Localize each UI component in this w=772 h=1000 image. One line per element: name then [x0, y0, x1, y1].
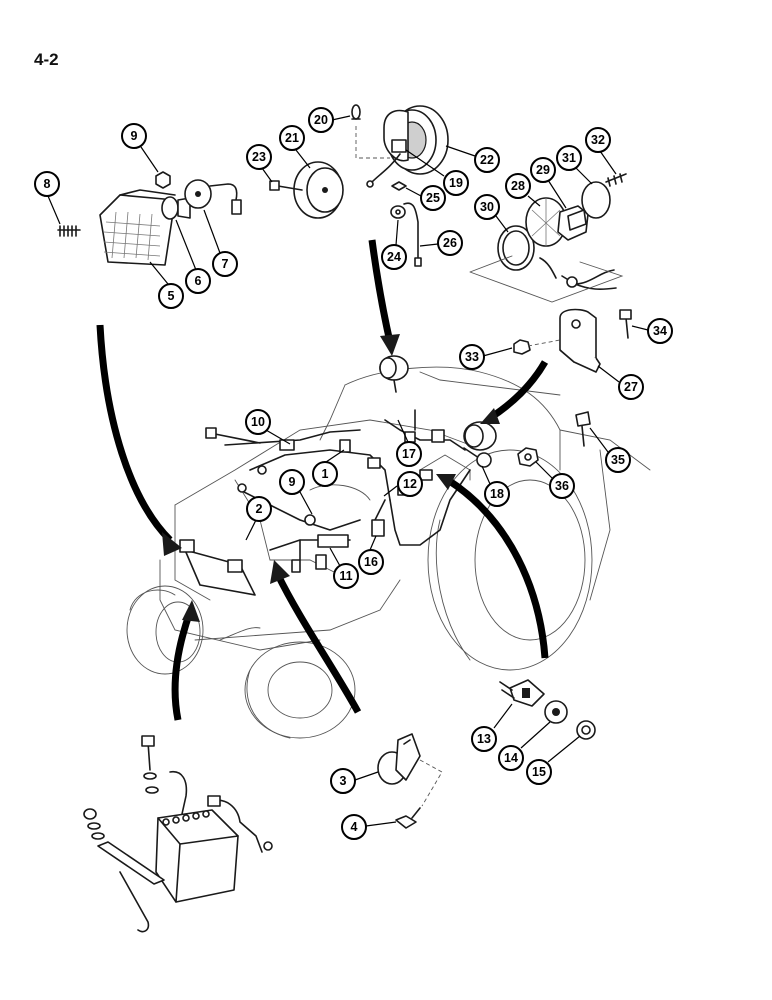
callout-number: 10	[251, 415, 265, 429]
callout-number: 26	[443, 236, 457, 250]
callout-2: 2	[245, 496, 272, 541]
callout-number: 20	[314, 113, 328, 127]
callout-number: 16	[364, 555, 378, 569]
callout-8: 8	[34, 171, 61, 225]
callout-number: 9	[131, 129, 138, 143]
callout-25: 25	[405, 185, 446, 211]
callout-11: 11	[329, 547, 359, 589]
callout-number: 17	[402, 447, 416, 461]
callout-number: 15	[532, 765, 546, 779]
callout-35: 35	[589, 427, 631, 473]
callout-29: 29	[530, 157, 567, 209]
mounted-rear-lamp	[463, 421, 497, 468]
callout-number: 12	[403, 477, 417, 491]
callout-number: 28	[511, 179, 525, 193]
callout-30: 30	[474, 194, 509, 233]
callout-number: 1	[322, 467, 329, 481]
callout-number: 31	[562, 151, 576, 165]
flasher-lamp-assembly	[269, 104, 449, 267]
callout-7: 7	[203, 209, 238, 277]
callout-3: 3	[330, 768, 379, 794]
callout-number: 24	[387, 250, 401, 264]
mounted-work-lamp	[379, 355, 409, 393]
callout-number: 13	[477, 732, 491, 746]
battery-assembly	[83, 735, 273, 933]
callout-12: 12	[383, 471, 423, 497]
callout-number: 21	[285, 131, 299, 145]
callout-24: 24	[381, 219, 407, 270]
callout-number: 2	[256, 502, 263, 516]
callout-26: 26	[419, 230, 463, 256]
rear-lamp-assembly	[469, 173, 632, 373]
callout-9b: 9	[279, 469, 313, 515]
callout-number: 6	[195, 274, 202, 288]
callout-9: 9	[121, 123, 159, 173]
callout-22: 22	[445, 145, 500, 173]
callout-1: 1	[312, 449, 345, 487]
callout-32: 32	[585, 127, 617, 175]
callout-27: 27	[597, 365, 644, 400]
callout-number: 7	[222, 257, 229, 271]
callout-21: 21	[279, 125, 311, 169]
switch-assembly	[499, 679, 596, 740]
page-number: 4-2	[34, 50, 59, 69]
mounted-battery-tray	[179, 539, 256, 596]
callout-number: 9	[289, 475, 296, 489]
callout-19: 19	[405, 149, 469, 196]
callout-number: 35	[611, 453, 625, 467]
callout-33: 33	[459, 344, 513, 370]
callout-number: 3	[340, 774, 347, 788]
stud-and-nut	[517, 411, 591, 467]
wiring-harness	[205, 409, 471, 573]
callout-number: 4	[351, 820, 358, 834]
headlamp-assembly	[57, 171, 242, 266]
callout-number: 18	[490, 487, 504, 501]
callout-number: 8	[44, 177, 51, 191]
callout-28: 28	[505, 173, 541, 207]
callout-number: 5	[168, 289, 175, 303]
callout-number: 25	[426, 191, 440, 205]
callout-14: 14	[498, 721, 551, 771]
callout-number: 11	[339, 569, 352, 583]
callout-17: 17	[396, 419, 422, 467]
callout-6: 6	[175, 219, 211, 294]
callout-number: 30	[480, 200, 494, 214]
callout-15: 15	[526, 735, 581, 785]
callout-number: 29	[536, 163, 550, 177]
callout-5: 5	[149, 261, 184, 309]
horn-assembly	[377, 733, 443, 829]
location-arrows	[96, 239, 549, 721]
callout-number: 19	[449, 176, 463, 190]
callout-number: 32	[591, 133, 605, 147]
callout-10: 10	[245, 409, 291, 445]
callout-20: 20	[308, 107, 351, 133]
callout-number: 34	[653, 324, 667, 338]
callout-13: 13	[471, 703, 513, 752]
callout-16: 16	[358, 535, 384, 575]
callout-36: 36	[535, 461, 575, 499]
callout-number: 27	[624, 380, 638, 394]
callout-31: 31	[556, 145, 593, 185]
callout-number: 33	[465, 350, 479, 364]
callout-23: 23	[246, 144, 273, 183]
callout-18: 18	[481, 465, 510, 507]
callout-34: 34	[631, 318, 673, 344]
callout-number: 22	[480, 153, 494, 167]
callout-number: 23	[252, 150, 266, 164]
callout-4: 4	[341, 814, 397, 840]
callout-number: 36	[555, 479, 569, 493]
callout-number: 14	[504, 751, 518, 765]
